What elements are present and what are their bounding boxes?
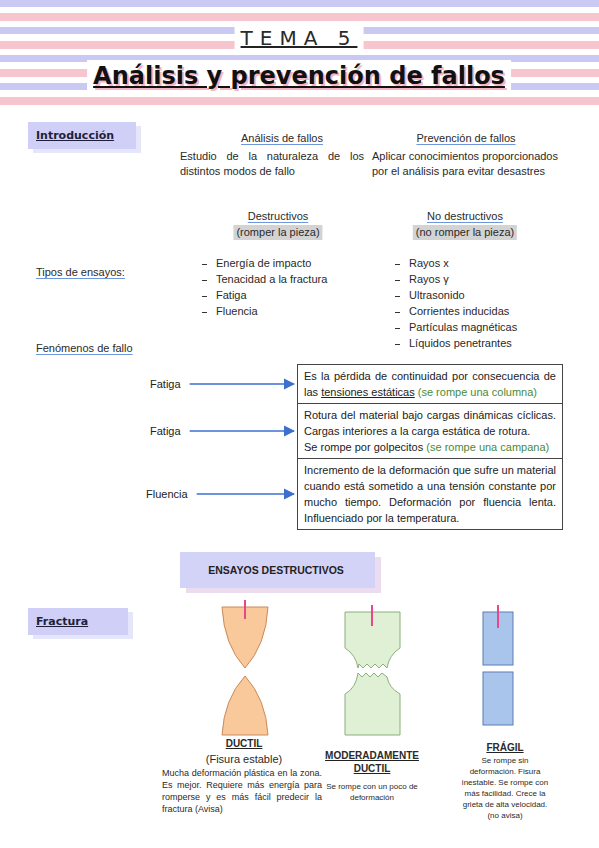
fracture-description: Mucha deformación plástica en la zona. E… [162, 767, 322, 815]
bullet-dash [395, 328, 400, 329]
header-stripes [0, 0, 599, 105]
fracture-type: DUCTIL [226, 737, 263, 750]
test-group-heading: Destructivos [248, 209, 309, 224]
list-item: Líquidos penetrantes [409, 336, 512, 351]
node-text: ENSAYOS DESTRUCTIVOS [208, 564, 344, 576]
definition-text: Aplicar conocimientos proporcionados por… [372, 149, 558, 179]
node-text: Introducción [36, 129, 114, 142]
list-item: Rayos x [409, 256, 449, 271]
test-group-heading: No destructivos [427, 209, 503, 224]
list-item: Fatiga [216, 288, 247, 303]
arrow-connector [190, 430, 294, 432]
list-item: Ultrasonido [409, 288, 465, 303]
bullet-dash [395, 312, 400, 313]
phenomenon-name: Fatiga [150, 424, 184, 439]
fragile-specimen [483, 605, 513, 725]
list-item: Partículas magnéticas [409, 320, 517, 335]
bullet-dash [202, 296, 207, 297]
column-heading: Prevención de fallos [416, 131, 515, 146]
bullet-dash [395, 296, 400, 297]
fracture-type: MODERADAMENTE DUCTIL [317, 749, 427, 775]
moderate-specimen [345, 605, 400, 735]
phenomenon-name: Fluencia [146, 487, 191, 502]
node-text: Rotura del material bajo cargas dinámica… [304, 407, 556, 439]
bullet-dash [202, 312, 207, 313]
section-tag: Fractura [28, 608, 128, 635]
definition-box: Es la pérdida de continuidad por consecu… [297, 364, 563, 404]
example-note: (se rompe una columna) [418, 386, 537, 398]
arrow-connector [197, 493, 294, 495]
test-group-note: (no romper la pieza) [413, 225, 517, 240]
fracture-description: Se rompe con un poco de deformación [326, 781, 418, 803]
bullet-dash [395, 280, 400, 281]
fracture-note: (Fisura estable) [206, 752, 282, 767]
test-group-note: (romper la pieza) [233, 225, 322, 240]
bullet-dash [395, 264, 400, 265]
list-item: Tenacidad a la fractura [216, 272, 327, 287]
column-heading: Análisis de fallos [241, 131, 323, 146]
list-item: Energía de impacto [216, 256, 311, 271]
list-item: Fluencia [216, 304, 258, 319]
bullet-dash [202, 264, 207, 265]
definition-box: Rotura del material bajo cargas dinámica… [297, 403, 563, 459]
node-text: Fatiga [150, 378, 181, 390]
list-item: Rayos γ [409, 272, 449, 287]
topic-number: TEMA 5 [235, 26, 364, 50]
section-label: Fenómenos de fallo [36, 341, 133, 356]
fracture-type: FRÁGIL [486, 741, 523, 754]
list-item: Corrientes inducidas [409, 304, 509, 319]
section-tag: Introducción [28, 122, 136, 149]
bullet-dash [395, 344, 400, 345]
node-text: Fluencia [146, 488, 188, 500]
node-text: tensiones estáticas [321, 386, 415, 398]
definition-text: Estudio de la naturaleza de los distinto… [180, 149, 364, 179]
page-title: Análisis y prevención de fallos [87, 60, 511, 92]
node-text: Se rompe por golpecitos [304, 441, 423, 453]
ductile-specimen [222, 600, 268, 735]
definition-box: Incremento de la deformación que sufre u… [297, 458, 563, 530]
node-text: Fractura [36, 615, 88, 628]
fracture-description: Se rompe sin deformación. Fisura inestab… [459, 755, 551, 821]
section-label: Tipos de ensayos: [36, 265, 125, 280]
section-banner: ENSAYOS DESTRUCTIVOS [180, 552, 375, 588]
arrow-connector [190, 383, 294, 385]
node-text: Incremento de la deformación que sufre u… [304, 464, 556, 524]
node-text: Fatiga [150, 425, 181, 437]
phenomenon-name: Fatiga [150, 377, 184, 392]
example-note: (se rompe una campana) [426, 441, 549, 453]
bullet-dash [202, 280, 207, 281]
